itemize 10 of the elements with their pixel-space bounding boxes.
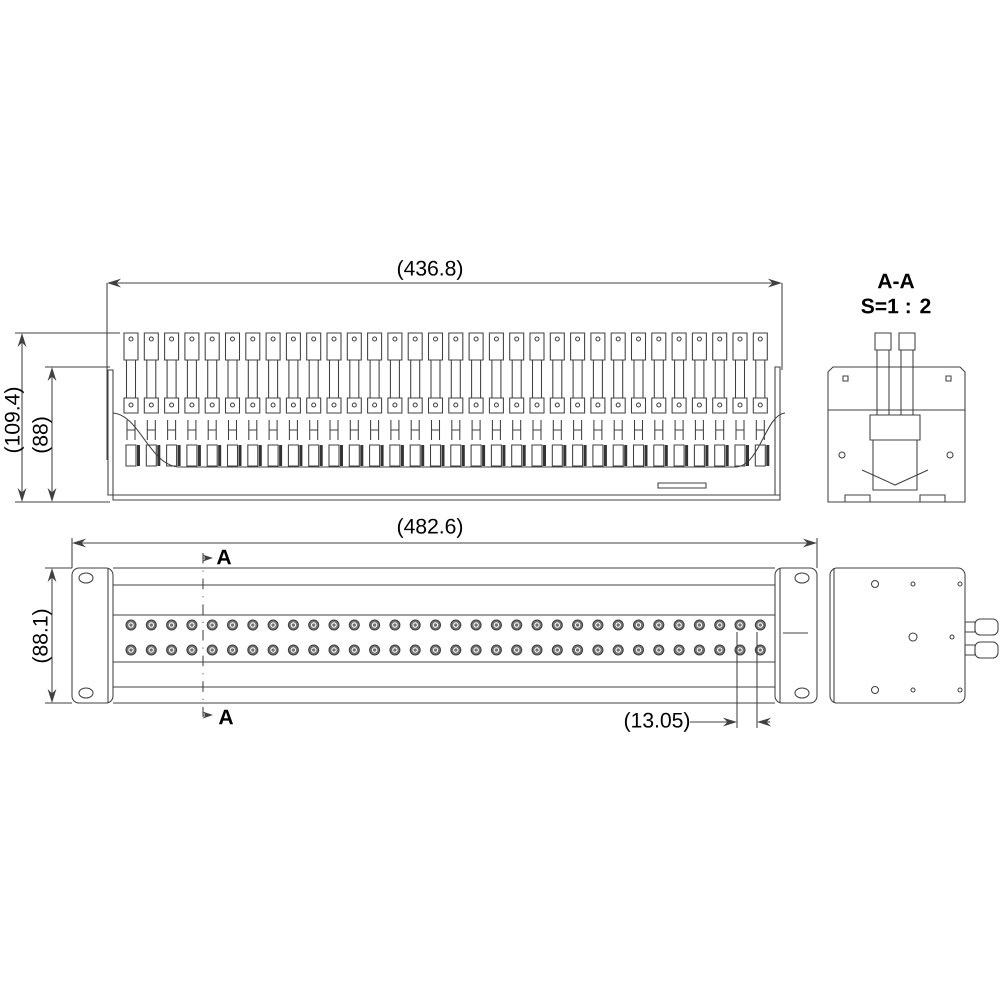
dimension-text: (13.05) — [624, 712, 690, 732]
dimension-text: (436.8) — [398, 260, 462, 280]
section-label: A-A — [878, 274, 914, 288]
section-letter: A — [218, 710, 234, 724]
section-letter: A — [216, 550, 232, 564]
dimension-text: (88) — [32, 418, 52, 452]
dimension-text: (482.6) — [398, 518, 462, 538]
dimension-text: (88.1) — [32, 610, 52, 662]
scale-label: S=1 : 2 — [861, 298, 930, 314]
dimension-text: (109.4) — [4, 388, 24, 452]
